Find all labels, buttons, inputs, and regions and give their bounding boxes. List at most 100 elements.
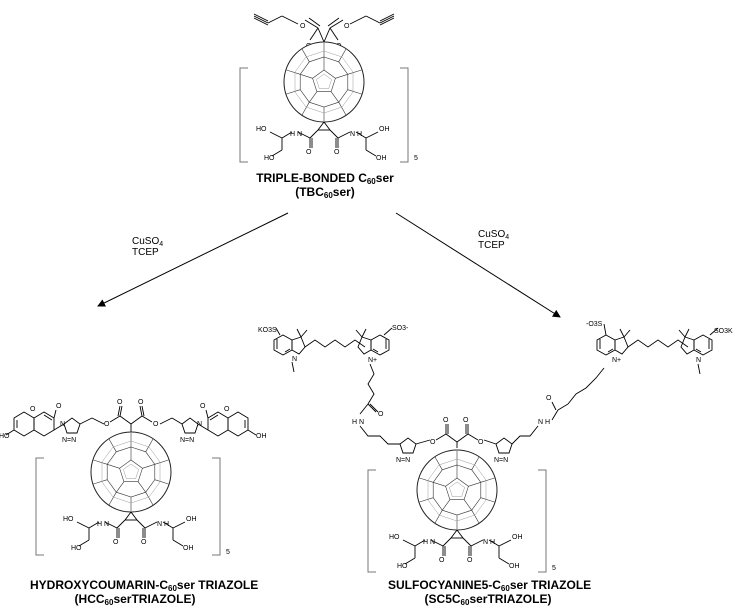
sc5-name-line1-post: ser TRIAZOLE <box>509 578 592 592</box>
coumarin-ring-o-right: O <box>224 406 230 413</box>
hydroxyl-bottom-right-hcc: OH <box>183 545 194 552</box>
reagent-cuso4-left-sub: 4 <box>159 241 164 248</box>
repeat-bracket-right-hcc <box>212 457 221 556</box>
reagents-left-arrow: CuSO4 TCEP <box>132 236 163 258</box>
tbc60ser-name-line1-sub: 60 <box>366 177 376 186</box>
serinol-malonamide-right: H N N H O O HO HO OH OH <box>389 529 523 570</box>
tbc60ser-name: TRIPLE-BONDED C60ser (TBC60ser) <box>250 171 400 200</box>
hydroxyl-top-left-sc5: HO <box>389 534 400 541</box>
sc5c60ser-triazole-structure: KO3S N SO3- N+ O H N N=N O O O O N=N N H <box>258 321 733 464</box>
fullerene-cage-left <box>90 431 172 513</box>
amide-nh-left: H N <box>290 131 302 138</box>
tbc60ser-name-line2-sub: 60 <box>323 191 333 200</box>
hcc60ser-triazole-structure: HO O O N=N N O O O O N=N N OH <box>0 399 267 444</box>
sc5-name-line2-sub: 60 <box>460 598 470 607</box>
hydroxyl-top-left: HO <box>256 126 267 133</box>
fullerene-cage-top <box>283 41 365 123</box>
sc5-name-line1-sub: 60 <box>500 584 510 593</box>
amide-o-sc5-serinol-left: O <box>439 557 445 564</box>
ester-o-sc5-left: O <box>430 439 436 446</box>
reagent-tcep-right: TCEP <box>478 240 505 251</box>
hydroxyl-bottom-left-sc5: HO <box>397 563 408 570</box>
hydroxyl-top-left-hcc: HO <box>63 516 74 523</box>
tbc60ser-name-line1-post: ser <box>375 171 394 185</box>
carbonyl-o-sc5-left: O <box>443 417 449 424</box>
ester-o-right: O <box>344 23 350 30</box>
amide-nh-sc5-serinol-right: N H <box>483 539 495 546</box>
repeat-bracket-left-sc5 <box>367 469 376 573</box>
triazole-nn-left: N=N <box>62 437 76 444</box>
repeat-bracket-right-top <box>400 67 409 163</box>
amide-hn-sc5-serinol-left: H N <box>423 539 435 546</box>
reaction-arrow-left <box>97 212 289 307</box>
sc5-name-line2-post: serTRIAZOLE) <box>469 592 552 606</box>
hcc-name-line2-sub: 60 <box>104 598 114 607</box>
repeat-index-sc5: 5 <box>552 565 556 572</box>
carbonyl-o-left-hcc: O <box>117 399 123 406</box>
coumarin-ring-o-left: O <box>30 406 36 413</box>
triazole-n-left: N <box>60 421 65 428</box>
ester-o-right-hcc: O <box>153 421 159 428</box>
indole-n-right: N <box>696 357 701 364</box>
repeat-index-top: 5 <box>414 155 418 162</box>
coumarin-carbonyl-o-left: O <box>56 403 62 410</box>
amide-o-left: O <box>306 149 312 156</box>
reaction-arrow-right <box>395 212 561 318</box>
hydroxyl-top-right: OH <box>379 126 390 133</box>
reagent-cuso4-left: CuSO <box>132 236 160 247</box>
amide-nh-left-hcc: H N <box>97 521 109 528</box>
hcc60ser-triazole-name: HYDROXYCOUMARIN-C60ser TRIAZOLE (HCC60se… <box>30 578 258 607</box>
amide-o-dye-left: O <box>378 411 384 418</box>
amide-o-left-hcc: O <box>113 539 119 546</box>
carbonyl-o-sc5-right: O <box>463 417 469 424</box>
tbc60ser-structure: O O O O <box>253 13 395 50</box>
reagent-cuso4-right: CuSO <box>478 229 506 240</box>
triazole-nn-right: N=N <box>180 437 194 444</box>
tbc60ser-name-line2-post: ser) <box>332 185 355 199</box>
reagent-tcep-left: TCEP <box>132 247 159 258</box>
coumarin-oh-left: HO <box>0 433 10 440</box>
coumarin-oh-right: OH <box>256 433 267 440</box>
serinol-malonamide-left: H N N H O O HO HO OH OH <box>63 511 197 552</box>
hcc-name-line1: HYDROXYCOUMARIN-C <box>30 578 168 592</box>
repeat-bracket-left-hcc <box>35 457 44 556</box>
reagents-right-arrow: CuSO4 TCEP <box>478 229 509 251</box>
sc5-name-line1: SULFOCYANINE5-C <box>388 578 501 592</box>
serinol-malonamide-top: H N N H O O HO HO OH OH <box>256 121 390 162</box>
indolium-n-plus-left: N+ <box>368 357 377 364</box>
hcc-name-line2-post: serTRIAZOLE) <box>113 592 196 606</box>
tbc60ser-name-line2: (TBC <box>295 185 324 199</box>
sc5-name-line2: (SC5C <box>424 592 461 606</box>
hydroxyl-bottom-right-sc5: OH <box>509 563 520 570</box>
hydroxyl-bottom-left-hcc: HO <box>71 545 82 552</box>
repeat-index-hcc: 5 <box>226 549 230 556</box>
sulfonate-so3-minus: SO3- <box>392 325 409 332</box>
coumarin-carbonyl-o-right: O <box>200 403 206 410</box>
ester-o-left: O <box>300 23 306 30</box>
amide-o-right: O <box>334 149 340 156</box>
amide-nh-dye-right: N H <box>538 419 550 426</box>
reagent-cuso4-right-sub: 4 <box>505 234 510 241</box>
hcc-name-line1-post: ser TRIAZOLE <box>176 578 259 592</box>
triazole-nn-sc5-left: N=N <box>396 457 410 464</box>
amide-nh-right-hcc: N H <box>157 521 169 528</box>
sulfonate-so3k: SO3K <box>714 328 733 335</box>
ester-o-left-hcc: O <box>104 421 110 428</box>
hydroxyl-top-right-hcc: OH <box>186 516 197 523</box>
repeat-bracket-right-sc5 <box>538 469 547 573</box>
amide-o-sc5-serinol-right: O <box>467 557 473 564</box>
amide-hn-dye-left: H N <box>352 419 364 426</box>
amide-o-dye-right: O <box>546 395 552 402</box>
indolium-n-plus-right: N+ <box>612 357 621 364</box>
tbc60ser-name-line1: TRIPLE-BONDED C <box>256 171 367 185</box>
hydroxyl-bottom-right: OH <box>376 155 387 162</box>
ester-o-sc5-right: O <box>478 439 484 446</box>
sulfonate-minus-o3s: -O3S <box>586 321 603 328</box>
indole-n-left: N <box>292 356 297 363</box>
amide-o-right-hcc: O <box>141 539 147 546</box>
repeat-bracket-left-top <box>239 67 248 163</box>
sulfonate-ko3s: KO3S <box>258 327 277 334</box>
amide-nh-right: N H <box>350 131 362 138</box>
triazole-nn-sc5-right: N=N <box>494 457 508 464</box>
